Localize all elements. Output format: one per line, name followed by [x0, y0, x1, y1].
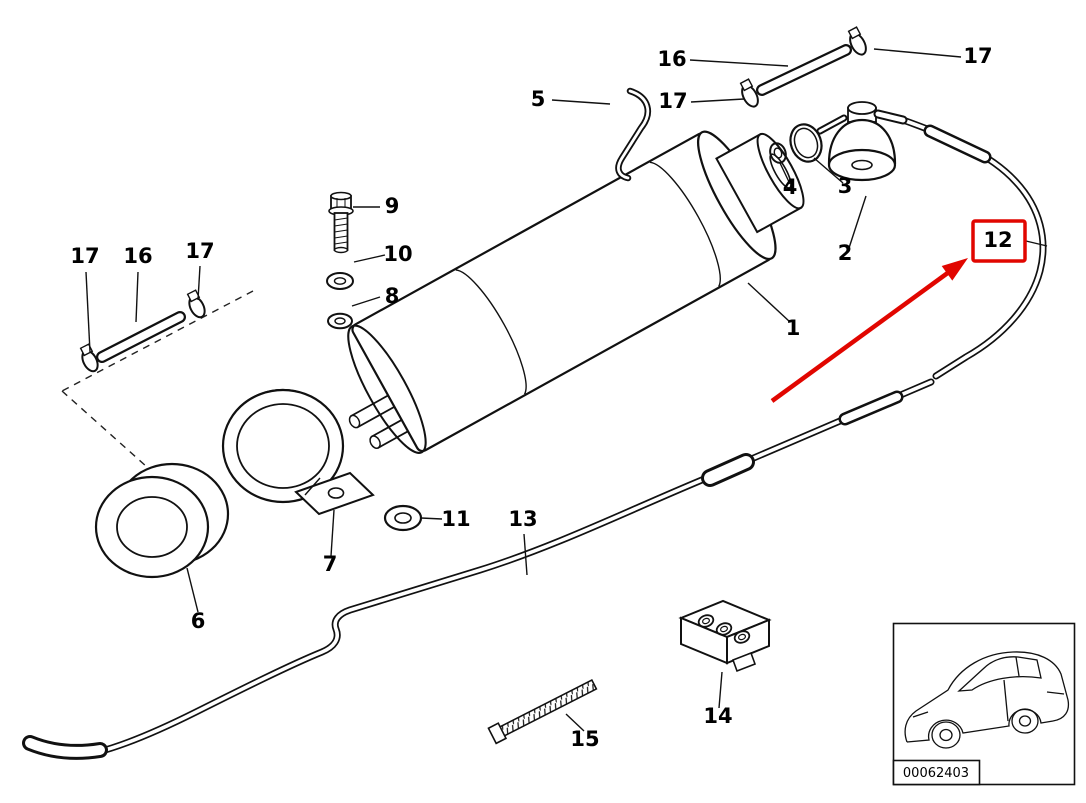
clamp-band-7	[221, 388, 375, 516]
top-hose-assembly	[739, 26, 867, 108]
hose-clamp-top-right	[847, 26, 867, 56]
callout-17-left-a[interactable]: 17	[70, 244, 99, 268]
callout-1[interactable]: 1	[786, 316, 801, 340]
connector-block-14	[678, 599, 772, 673]
callout-8[interactable]: 8	[385, 284, 400, 308]
callout-4[interactable]: 4	[783, 175, 798, 199]
callout-7[interactable]: 7	[323, 552, 338, 576]
hose-clamp-top-left	[739, 78, 759, 108]
callout-12-highlighted[interactable]: 12	[983, 228, 1012, 252]
lock-washer-8	[327, 312, 353, 330]
highlight-arrow-head	[941, 258, 968, 281]
callout-14[interactable]: 14	[703, 704, 732, 728]
pressure-regulator	[816, 101, 908, 182]
highlight-annotation	[770, 219, 1027, 403]
hose-clamp-left-b	[186, 289, 206, 319]
leader-lines	[85, 48, 1048, 732]
fuel-line-12	[899, 116, 1047, 380]
callouts: 5 16 17 17 4 3 2 1 12 9 10 8 17 16 17 11…	[70, 44, 1012, 751]
callout-16-top[interactable]: 16	[657, 47, 686, 71]
fuel-line-13	[22, 378, 935, 760]
hose-end	[22, 735, 108, 760]
washer-4-inner	[773, 147, 783, 159]
vehicle-thumbnail: 00062403	[892, 622, 1076, 786]
callout-13[interactable]: 13	[508, 507, 537, 531]
highlight-box[interactable]	[971, 219, 1027, 263]
retaining-clip	[615, 87, 652, 182]
callout-15[interactable]: 15	[570, 727, 599, 751]
o-ring-3-inner	[793, 127, 819, 159]
callout-16-left[interactable]: 16	[123, 244, 152, 268]
callout-11[interactable]: 11	[441, 507, 470, 531]
callout-2[interactable]: 2	[838, 241, 853, 265]
dashed-guides	[61, 290, 254, 468]
left-hose-assembly	[79, 289, 206, 373]
pipe-grommet	[701, 453, 755, 487]
rubber-ring-6	[94, 462, 230, 579]
callout-5[interactable]: 5	[531, 87, 546, 111]
callout-10[interactable]: 10	[383, 242, 412, 266]
callout-17-left-b[interactable]: 17	[185, 239, 214, 263]
callout-17-top-right[interactable]: 17	[963, 44, 992, 68]
washer-11	[383, 504, 423, 532]
washer-10	[326, 272, 354, 290]
car-icon	[904, 651, 1070, 749]
fuel-filter	[347, 130, 805, 454]
callout-6[interactable]: 6	[191, 609, 206, 633]
highlight-arrow-shaft	[770, 270, 951, 403]
callout-3[interactable]: 3	[838, 174, 853, 198]
image-code: 00062403	[903, 766, 969, 781]
cable-tie-15	[487, 678, 598, 745]
callout-17-mid[interactable]: 17	[658, 89, 687, 113]
callout-9[interactable]: 9	[385, 194, 400, 218]
image-code-box	[892, 759, 981, 786]
washer-4	[769, 142, 787, 164]
o-ring-3	[789, 123, 823, 163]
bolt-9	[328, 191, 354, 254]
